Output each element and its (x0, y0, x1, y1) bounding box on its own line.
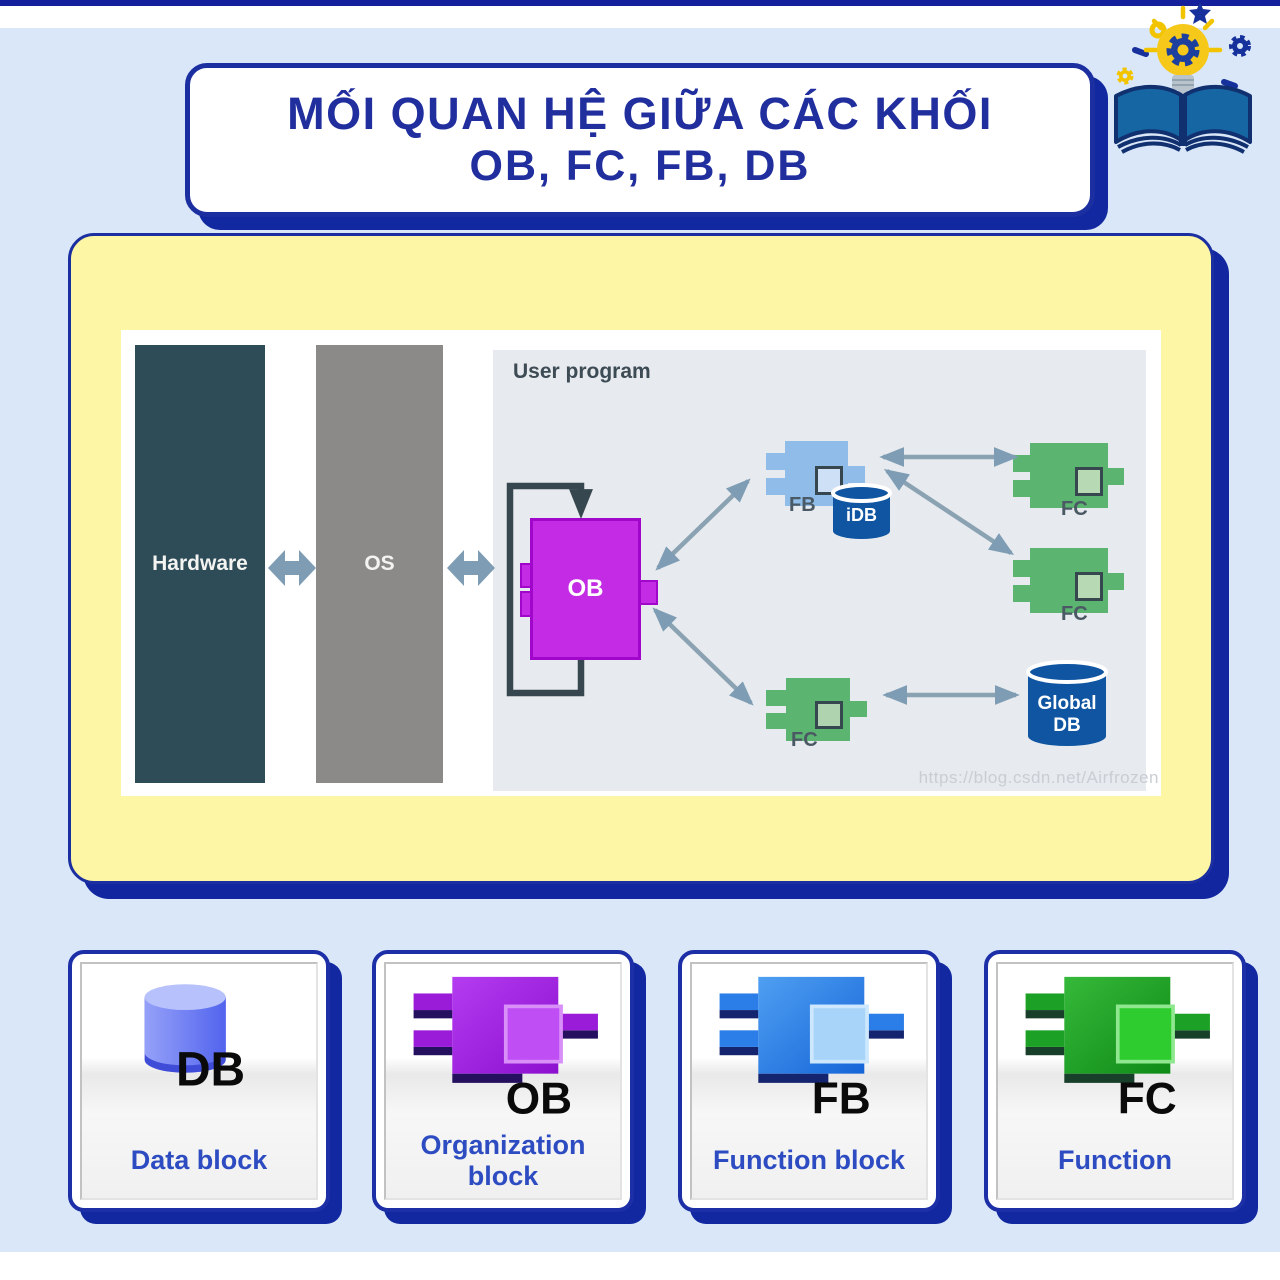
page-title-line2: OB, FC, FB, DB (469, 142, 811, 191)
ob-block: OB (530, 518, 641, 660)
card-label: Function block (713, 1145, 905, 1176)
os-label: OS (364, 552, 395, 575)
fc-inner-square (1075, 467, 1103, 496)
sparkle-icon (1221, 79, 1238, 89)
fc-tab (1106, 573, 1124, 590)
ob-label: OB (567, 575, 604, 602)
card-label: Organization block (420, 1129, 586, 1191)
fc-tab (1013, 560, 1032, 577)
hardware-label: Hardware (152, 552, 248, 575)
ob-abbr: OB (506, 1074, 572, 1123)
db-cylinder-icon: DB (144, 984, 245, 1097)
fc-inner-square (1075, 572, 1103, 601)
bulb-rays (1143, 5, 1223, 53)
fc-tab (1013, 480, 1032, 497)
small-gear-icon (1229, 35, 1251, 57)
fb-label: FB (789, 494, 816, 516)
db-abbr: DB (176, 1044, 245, 1097)
small-gear-yellow-icon (1116, 67, 1134, 85)
diagram-panel: Hardware OS User program OB FB (68, 233, 1214, 884)
card-data-block: DB Data block (68, 950, 330, 1212)
fb-abbr: FB (812, 1074, 871, 1123)
card-label: Function (1058, 1145, 1172, 1176)
ob-right-tab (639, 580, 658, 605)
card-tile: FB Function block (690, 962, 928, 1200)
card-tile: DB Data block (80, 962, 318, 1200)
fc-tab (1013, 585, 1032, 602)
os-block: OS (316, 345, 443, 783)
fb-block-icon: FB (719, 976, 904, 1123)
fc-top-label: FC (1061, 498, 1088, 520)
fb-inner-square (815, 466, 843, 495)
user-program-label: User program (513, 360, 651, 383)
card-tile: FC Function (996, 962, 1234, 1200)
fc-abbr: FC (1118, 1074, 1177, 1123)
hardware-os-arrow (268, 550, 316, 586)
os-userprogram-arrow (447, 550, 495, 586)
watermark: https://blog.csdn.net/Airfrozen (918, 768, 1159, 787)
fc-tab (766, 690, 787, 706)
top-navy-bar (0, 0, 1280, 6)
ob-block-icon: OB (413, 976, 598, 1123)
card-function: FC Function (984, 950, 1246, 1212)
book-lightbulb-illustration (1114, 2, 1252, 154)
fc-tab (849, 701, 867, 717)
sparkle-icon (1132, 47, 1149, 57)
fc-middle-label: FC (1061, 603, 1088, 625)
fc-tab (766, 713, 787, 729)
page-title-line1: MỐI QUAN HỆ GIỮA CÁC KHỐI (287, 88, 993, 140)
fc-bottom-label: FC (791, 729, 818, 751)
fb-tab (766, 453, 787, 470)
lightbulb-gear-icon (1157, 24, 1209, 95)
star-icon (1189, 2, 1211, 24)
fc-inner-square (815, 701, 843, 729)
card-label: Data block (130, 1145, 268, 1176)
card-organization-block: OB Organization block (372, 950, 634, 1212)
open-book-icon (1114, 84, 1252, 154)
fc-block-icon: FC (1025, 976, 1210, 1123)
card-tile: OB Organization block (384, 962, 622, 1200)
fb-tab (846, 466, 865, 483)
title-box: MỐI QUAN HỆ GIỮA CÁC KHỐI OB, FC, FB, DB (185, 63, 1095, 217)
fc-tab (1106, 468, 1124, 485)
fb-tab (766, 478, 787, 495)
hardware-block: Hardware (135, 345, 265, 783)
plc-block-diagram: Hardware OS User program OB FB (121, 330, 1161, 796)
card-function-block: FB Function block (678, 950, 940, 1212)
